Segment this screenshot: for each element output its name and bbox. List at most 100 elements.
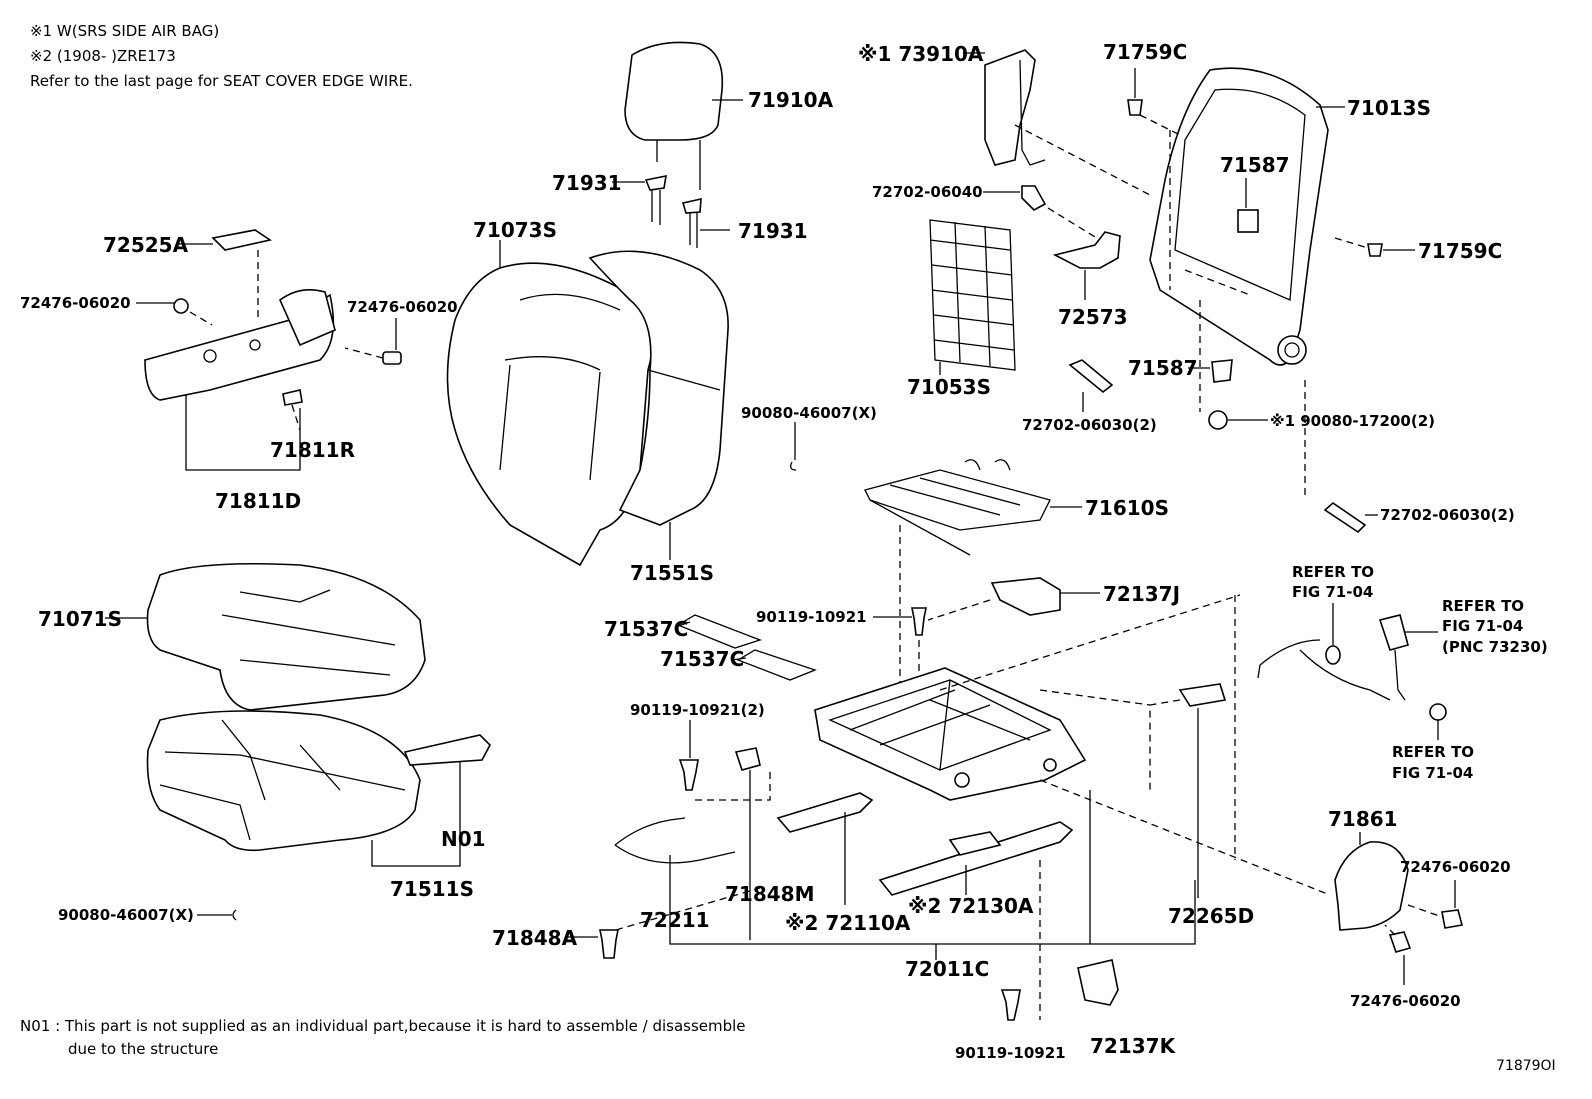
bolt-72476-c[interactable] — [1441, 880, 1463, 929]
bolt-72702-06040[interactable] — [983, 185, 1101, 241]
bracket-72573[interactable] — [1052, 231, 1121, 300]
cover-72137K[interactable] — [1077, 959, 1119, 1006]
label-71811R[interactable]: 71811R — [270, 438, 355, 462]
label-90080-17200[interactable]: ※1 90080-17200(2) — [1270, 412, 1435, 430]
clip-71811R[interactable] — [282, 389, 303, 431]
bolt-72702-06030-lower[interactable] — [1304, 380, 1378, 534]
label-71759C-top[interactable]: 71759C — [1103, 40, 1187, 64]
label-90119-10921-a[interactable]: 90119-10921 — [756, 608, 867, 626]
label-refer2-line3[interactable]: (PNC 73230) — [1442, 638, 1548, 656]
clip-72265D[interactable] — [1149, 683, 1227, 898]
label-90080-46007-upper[interactable]: 90080-46007(X) — [741, 404, 877, 422]
label-N01[interactable]: N01 — [441, 827, 486, 851]
label-72137K[interactable]: 72137K — [1090, 1034, 1177, 1058]
label-71610S[interactable]: 71610S — [1085, 496, 1169, 520]
label-72011C[interactable]: 72011C — [905, 957, 989, 981]
label-72702-06030-a[interactable]: 72702-06030(2) — [1022, 416, 1157, 434]
label-71013S[interactable]: 71013S — [1347, 96, 1431, 120]
label-73910A[interactable]: ※1 73910A — [858, 42, 984, 66]
seat-cushion-pad-part[interactable] — [146, 710, 491, 867]
label-71861[interactable]: 71861 — [1328, 807, 1398, 831]
headrest-support-part[interactable] — [612, 174, 730, 248]
bolt-90119-10921-upper[interactable] — [873, 607, 927, 700]
label-72476-06020-a[interactable]: 72476-06020 — [20, 294, 131, 312]
label-refer2-line1[interactable]: REFER TO — [1442, 597, 1524, 615]
pad-71537C[interactable] — [674, 614, 817, 681]
seatback-spring-71053S[interactable] — [929, 219, 1016, 375]
label-72702-06040[interactable]: 72702-06040 — [872, 183, 983, 201]
label-refer2-line2[interactable]: FIG 71-04 — [1442, 617, 1523, 635]
headrest-part[interactable] — [624, 41, 743, 190]
label-refer1-line2[interactable]: FIG 71-04 — [1292, 583, 1373, 601]
label-71931-upper[interactable]: 71931 — [552, 171, 622, 195]
label-72525A[interactable]: 72525A — [103, 233, 189, 257]
label-71848M[interactable]: 71848M — [725, 882, 814, 906]
bolt-90119-10921-2[interactable] — [678, 720, 771, 801]
cushion-spring-71610S[interactable] — [864, 459, 1082, 700]
nut-90080-17200[interactable] — [1199, 300, 1268, 430]
label-72573[interactable]: 72573 — [1058, 305, 1128, 329]
label-71073S[interactable]: 71073S — [473, 218, 557, 242]
hog-ring-lower-part[interactable] — [232, 909, 237, 921]
label-71053S[interactable]: 71053S — [907, 375, 991, 399]
label-71811D[interactable]: 71811D — [215, 489, 301, 513]
label-71931-lower[interactable]: 71931 — [738, 219, 808, 243]
label-72265D[interactable]: 72265D — [1168, 904, 1254, 928]
seatback-pad-part[interactable] — [588, 250, 729, 560]
label-72211[interactable]: 72211 — [640, 908, 710, 932]
footnote-n01-line2: due to the structure — [68, 1040, 219, 1058]
nut-refer3[interactable] — [1429, 703, 1447, 740]
wire-72211[interactable] — [614, 817, 736, 900]
cover-72137J[interactable] — [927, 577, 1100, 621]
label-90119-10921-b[interactable]: 90119-10921 — [955, 1044, 1066, 1062]
label-71551S[interactable]: 71551S — [630, 561, 714, 585]
label-71587-upper[interactable]: 71587 — [1220, 153, 1290, 177]
label-71587-lower[interactable]: 71587 — [1128, 356, 1198, 380]
side-shield-part[interactable] — [144, 229, 336, 471]
bolt-72476-left[interactable] — [136, 298, 213, 326]
rail-72130A[interactable] — [878, 821, 1074, 896]
label-refer3-line2[interactable]: FIG 71-04 — [1392, 764, 1473, 782]
bolt-90119-10921-lower[interactable] — [1000, 860, 1041, 1021]
seatbelt-buckle[interactable] — [1378, 614, 1438, 701]
note-model-range: ※2 (1908- )ZRE173 — [30, 47, 176, 65]
bolt-72476-d[interactable] — [1384, 924, 1412, 985]
label-71848A[interactable]: 71848A — [492, 926, 578, 950]
label-71537C-upper[interactable]: 71537C — [604, 617, 688, 641]
clip-71759C-right[interactable] — [1334, 237, 1415, 257]
label-72130A[interactable]: ※2 72130A — [908, 894, 1034, 918]
label-90119-10921-2[interactable]: 90119-10921(2) — [630, 701, 765, 719]
pad-71587-lower[interactable] — [1188, 359, 1233, 383]
seat-adjuster-72011C[interactable] — [814, 667, 1087, 801]
label-71759C-right[interactable]: 71759C — [1418, 239, 1502, 263]
label-72110A[interactable]: ※2 72110A — [785, 911, 911, 935]
label-72476-06020-b[interactable]: 72476-06020 — [347, 298, 458, 316]
label-71910A[interactable]: 71910A — [748, 88, 834, 112]
clip-71759C-top[interactable] — [1127, 68, 1181, 136]
clip-71848M[interactable] — [734, 747, 761, 940]
bolt-72702-06030-upper[interactable] — [1068, 359, 1114, 412]
label-refer1-line1[interactable]: REFER TO — [1292, 563, 1374, 581]
recliner-cover-71861[interactable] — [1334, 832, 1446, 931]
seat-cushion-cover-part[interactable] — [105, 562, 426, 711]
label-72702-06030-b[interactable]: 72702-06030(2) — [1380, 506, 1515, 524]
rail-72110A[interactable] — [776, 792, 874, 905]
label-72137J[interactable]: 72137J — [1103, 582, 1180, 606]
label-71511S[interactable]: 71511S — [390, 877, 474, 901]
wire-harness[interactable] — [1257, 603, 1391, 701]
footnote-n01-line1: N01 : This part is not supplied as an in… — [20, 1017, 746, 1035]
side-airbag-part[interactable] — [963, 49, 1151, 196]
bolt-71848A[interactable] — [566, 887, 761, 959]
label-71537C-lower[interactable]: 71537C — [660, 647, 744, 671]
label-refer3-line1[interactable]: REFER TO — [1392, 743, 1474, 761]
label-71071S[interactable]: 71071S — [38, 607, 122, 631]
label-72476-06020-c[interactable]: 72476-06020 — [1400, 858, 1511, 876]
bolt-72476-right[interactable] — [344, 318, 402, 365]
label-90080-46007-lower[interactable]: 90080-46007(X) — [58, 906, 194, 924]
note-seat-cover-edge-wire: Refer to the last page for SEAT COVER ED… — [30, 72, 413, 90]
cover-72525A — [211, 229, 273, 251]
label-72476-06020-d[interactable]: 72476-06020 — [1350, 992, 1461, 1010]
hog-ring-part[interactable] — [790, 461, 797, 471]
seatback-frame-part[interactable] — [1149, 67, 1345, 366]
